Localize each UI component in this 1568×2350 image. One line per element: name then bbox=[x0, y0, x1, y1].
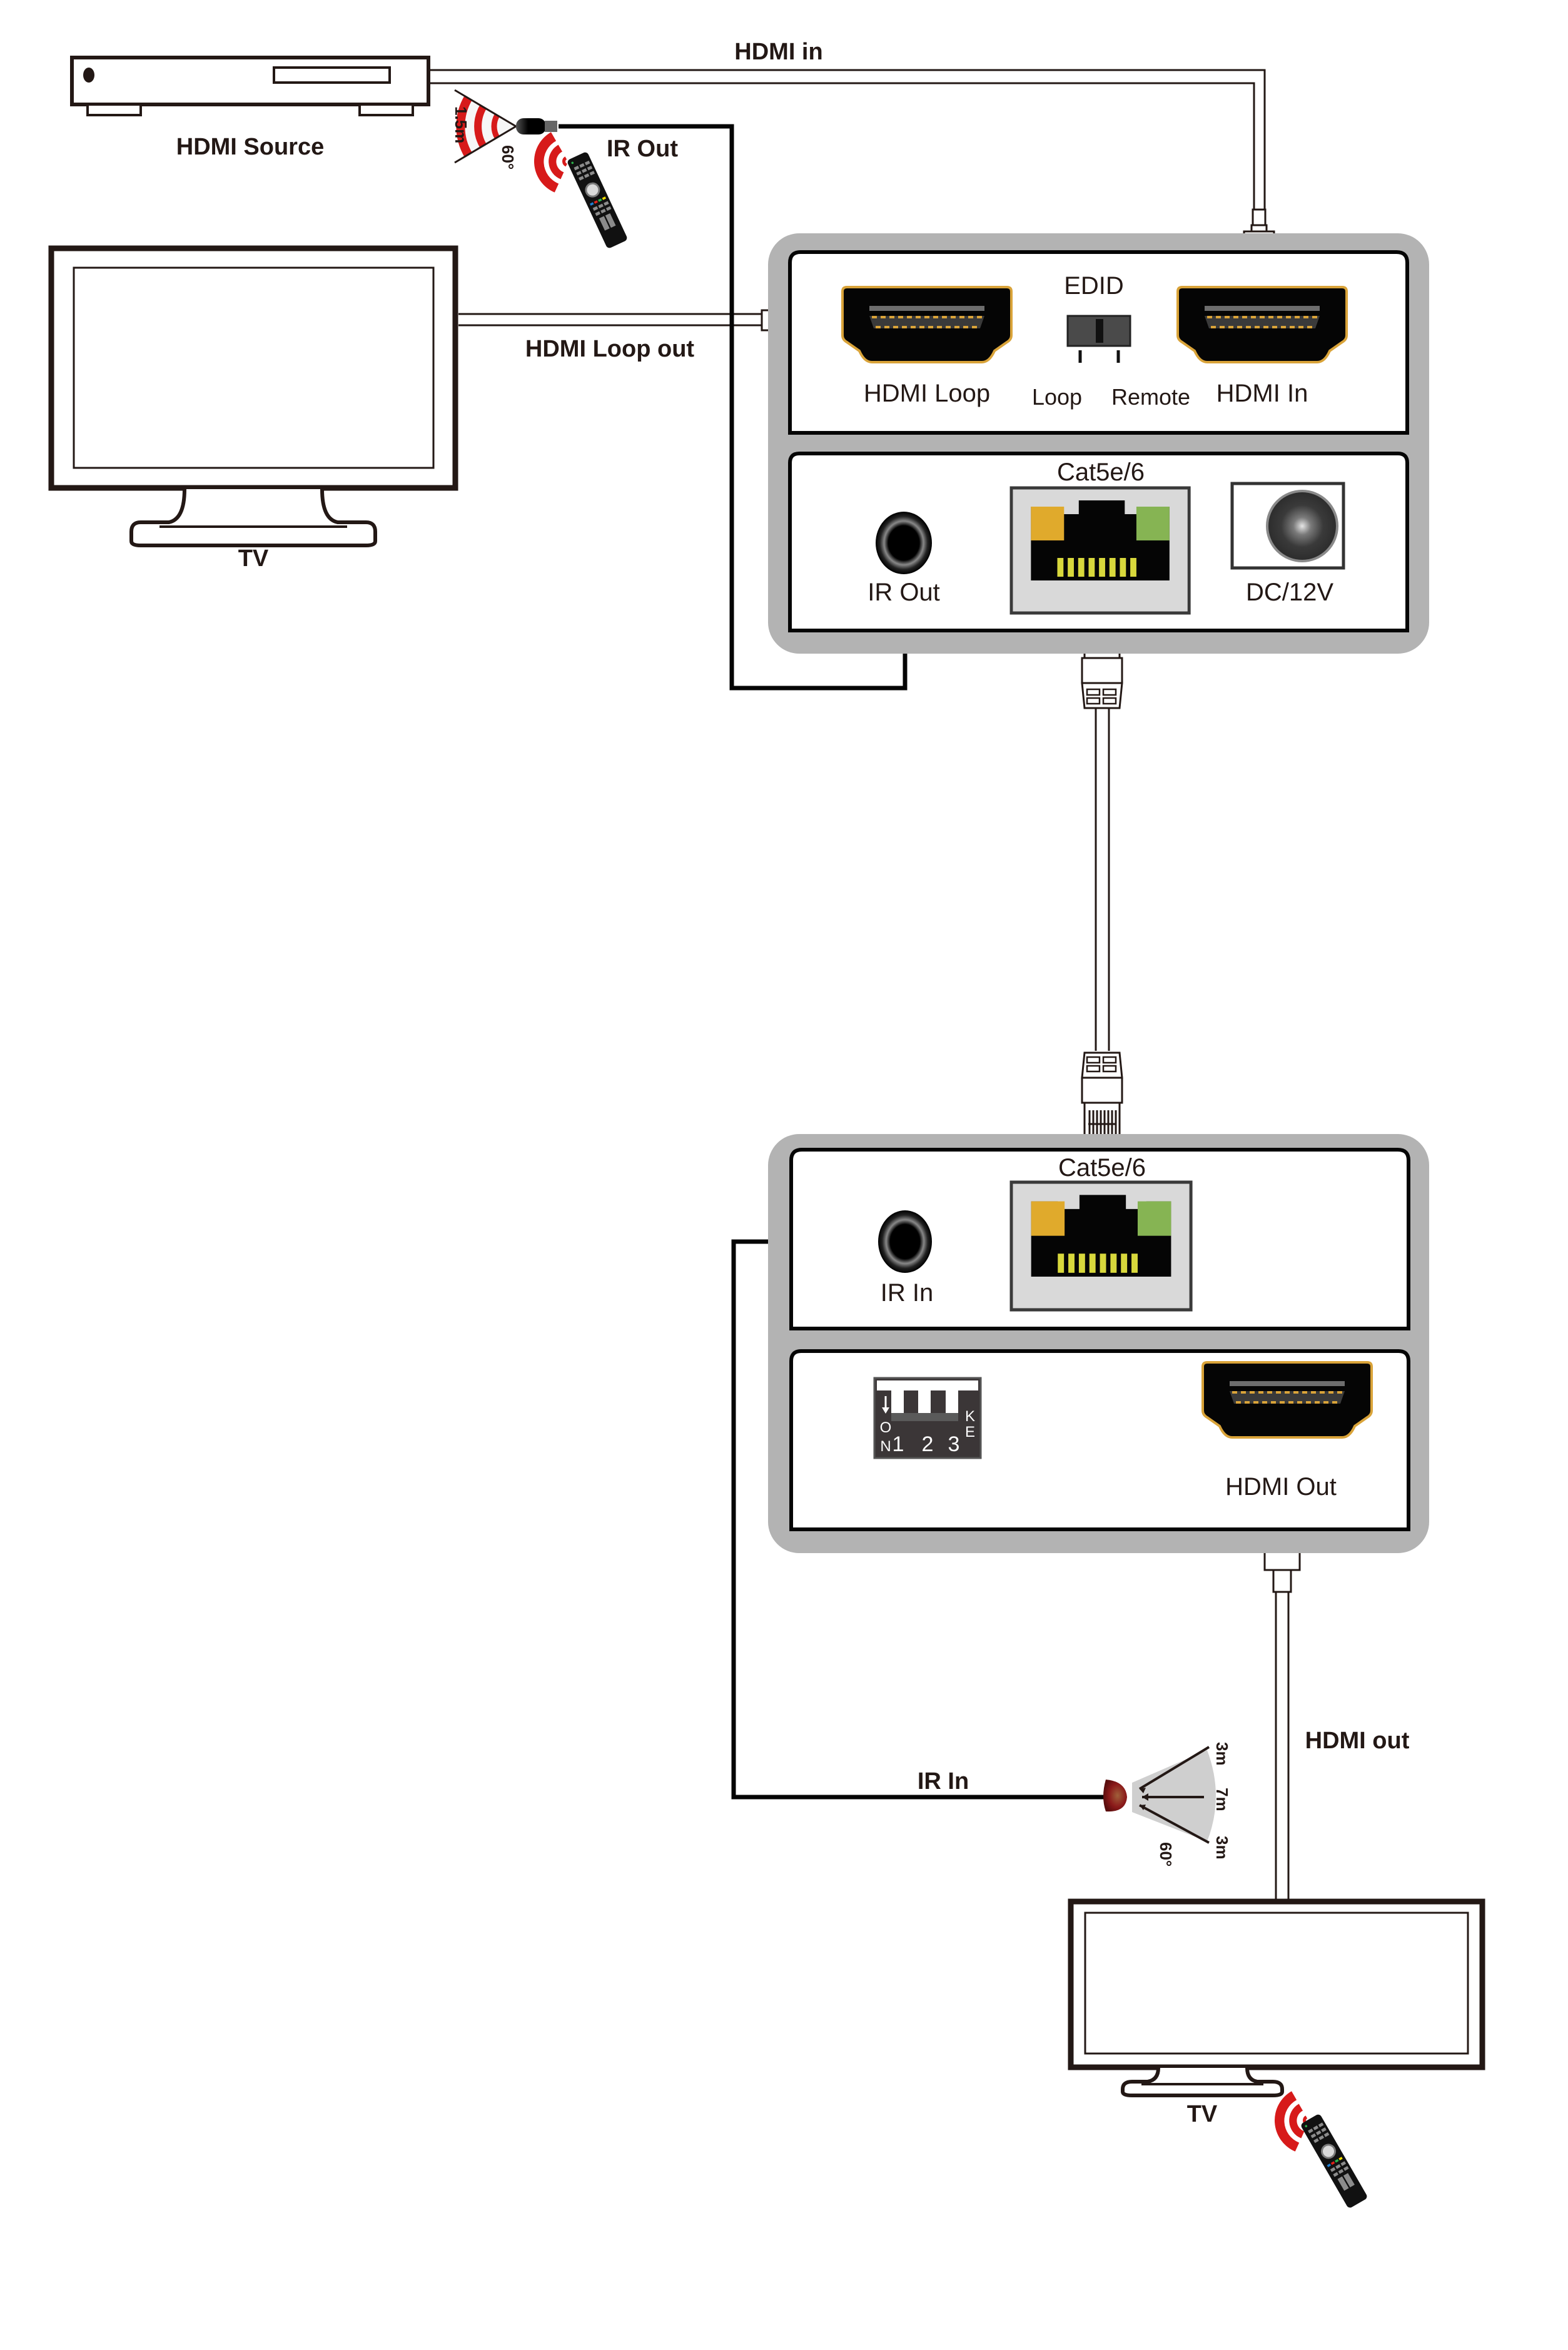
dip-switch-icon bbox=[873, 1377, 982, 1459]
ir-receiver-range-center: 7m bbox=[1213, 1788, 1232, 1811]
hdmi-loop-port[interactable] bbox=[841, 286, 1013, 363]
dip-key-label-bottom: E bbox=[965, 1424, 975, 1441]
receiver-top-panel: IR In Cat5e/6 bbox=[789, 1148, 1410, 1330]
ir-emitter: 1.5m 60° bbox=[452, 89, 557, 170]
edid-switch[interactable]: EDID Loop Remote bbox=[1032, 272, 1190, 410]
dip-switch-2[interactable] bbox=[918, 1390, 931, 1413]
ir-out-port[interactable] bbox=[876, 512, 932, 574]
cat-port-label-rx: Cat5e/6 bbox=[1058, 1154, 1146, 1182]
remote-control-icon bbox=[566, 151, 629, 250]
hdmi-in-cable-label: HDMI in bbox=[734, 39, 822, 65]
ir-in-cable-label: IR In bbox=[918, 1768, 969, 1795]
cat-port-tx[interactable] bbox=[1011, 488, 1189, 613]
dc-jack-icon bbox=[1266, 490, 1338, 562]
hdmi-out-cable-label: HDMI out bbox=[1305, 1728, 1410, 1754]
tv-icon bbox=[1068, 1898, 1485, 2097]
ir-receiver-angle: 60° bbox=[1156, 1842, 1175, 1866]
hdmi-loop-out-cable bbox=[458, 313, 762, 327]
transmitter-unit: HDMI Loop EDID Loop Remote HDMI In IR bbox=[768, 233, 1429, 654]
ir-emitter-icon bbox=[516, 118, 546, 134]
dip-on-label-bottom: N bbox=[880, 1438, 891, 1455]
audio-jack-icon bbox=[876, 512, 932, 574]
hdmi-port-icon bbox=[841, 286, 1013, 363]
set-top-box-icon bbox=[70, 56, 430, 116]
ir-receiver-range-top: 3m bbox=[1213, 1742, 1232, 1766]
edid-option-remote[interactable]: Remote bbox=[1111, 384, 1190, 410]
ir-in-port[interactable] bbox=[878, 1210, 932, 1273]
ir-in-port-label: IR In bbox=[881, 1279, 933, 1307]
ir-out-cable bbox=[559, 124, 908, 691]
dip-switch[interactable]: O N 1 2 3 K E bbox=[873, 1377, 982, 1459]
cat-port-rx[interactable] bbox=[1011, 1182, 1191, 1310]
remote-tv: TV bbox=[1068, 1898, 1485, 2127]
hdmi-out-port[interactable] bbox=[1201, 1361, 1373, 1439]
cat-cable bbox=[1095, 707, 1110, 1051]
ir-emitter-angle: 60° bbox=[498, 145, 517, 170]
hdmi-out-cable bbox=[1275, 1592, 1290, 1908]
slide-switch-icon bbox=[1066, 315, 1131, 347]
cat-port-label-tx: Cat5e/6 bbox=[1057, 458, 1145, 486]
tv-icon bbox=[48, 245, 458, 547]
transmitter-front-panel: HDMI Loop EDID Loop Remote HDMI In bbox=[788, 250, 1409, 435]
transmitter-rear-panel: IR Out Cat5e/6 DC/12V bbox=[788, 452, 1409, 632]
local-tv-label: TV bbox=[238, 545, 269, 572]
hdmi-port-icon bbox=[1201, 1361, 1373, 1439]
hdmi-port-icon bbox=[1176, 286, 1348, 363]
rj45-port-icon bbox=[1011, 1182, 1191, 1310]
ir-receiver: 3m 7m 3m 60° bbox=[1103, 1742, 1232, 1866]
ir-emitter-range: 1.5m bbox=[452, 106, 470, 143]
receiver-bottom-panel: O N 1 2 3 K E HDMI Out bbox=[789, 1349, 1410, 1531]
edid-switch-title: EDID bbox=[1064, 272, 1124, 300]
hdmi-loop-port-label: HDMI Loop bbox=[864, 380, 990, 407]
ir-receiver-icon bbox=[1103, 1780, 1127, 1812]
ir-out-cable-label: IR Out bbox=[607, 136, 678, 162]
dip-switch-3[interactable] bbox=[946, 1390, 958, 1413]
dc-power-port-label: DC/12V bbox=[1246, 579, 1333, 606]
hdmi-in-port[interactable] bbox=[1176, 286, 1348, 363]
dip-switch-1[interactable] bbox=[891, 1390, 904, 1413]
hdmi-in-port-label: HDMI In bbox=[1216, 380, 1308, 407]
hdmi-in-cable bbox=[429, 69, 1266, 210]
remote-control-bottom bbox=[1262, 2091, 1368, 2209]
edid-option-loop[interactable]: Loop bbox=[1032, 384, 1082, 410]
remote-control-icon bbox=[1300, 2113, 1368, 2209]
dip-position-2: 2 bbox=[922, 1432, 934, 1456]
rj45-plug-receiver bbox=[1081, 1051, 1123, 1143]
hdmi-source-label: HDMI Source bbox=[176, 134, 324, 160]
local-tv: TV bbox=[48, 245, 458, 572]
rj45-port-icon bbox=[1011, 488, 1189, 613]
dip-on-label-top: O bbox=[880, 1419, 892, 1436]
hdmi-loop-out-cable-label: HDMI Loop out bbox=[525, 336, 694, 362]
hdmi-out-port-label: HDMI Out bbox=[1225, 1473, 1337, 1501]
audio-jack-icon bbox=[878, 1210, 932, 1273]
dip-key-label-top: K bbox=[965, 1408, 975, 1425]
dip-position-3: 3 bbox=[948, 1432, 960, 1456]
ir-out-port-label: IR Out bbox=[867, 579, 940, 606]
dip-position-1: 1 bbox=[893, 1432, 904, 1456]
hdmi-source: HDMI Source bbox=[70, 56, 430, 160]
receiver-unit: IR In Cat5e/6 O N 1 bbox=[768, 1134, 1429, 1553]
dc-power-port[interactable] bbox=[1230, 482, 1345, 570]
remote-tv-label: TV bbox=[1187, 2101, 1218, 2127]
ir-receiver-range-bottom: 3m bbox=[1213, 1836, 1232, 1860]
